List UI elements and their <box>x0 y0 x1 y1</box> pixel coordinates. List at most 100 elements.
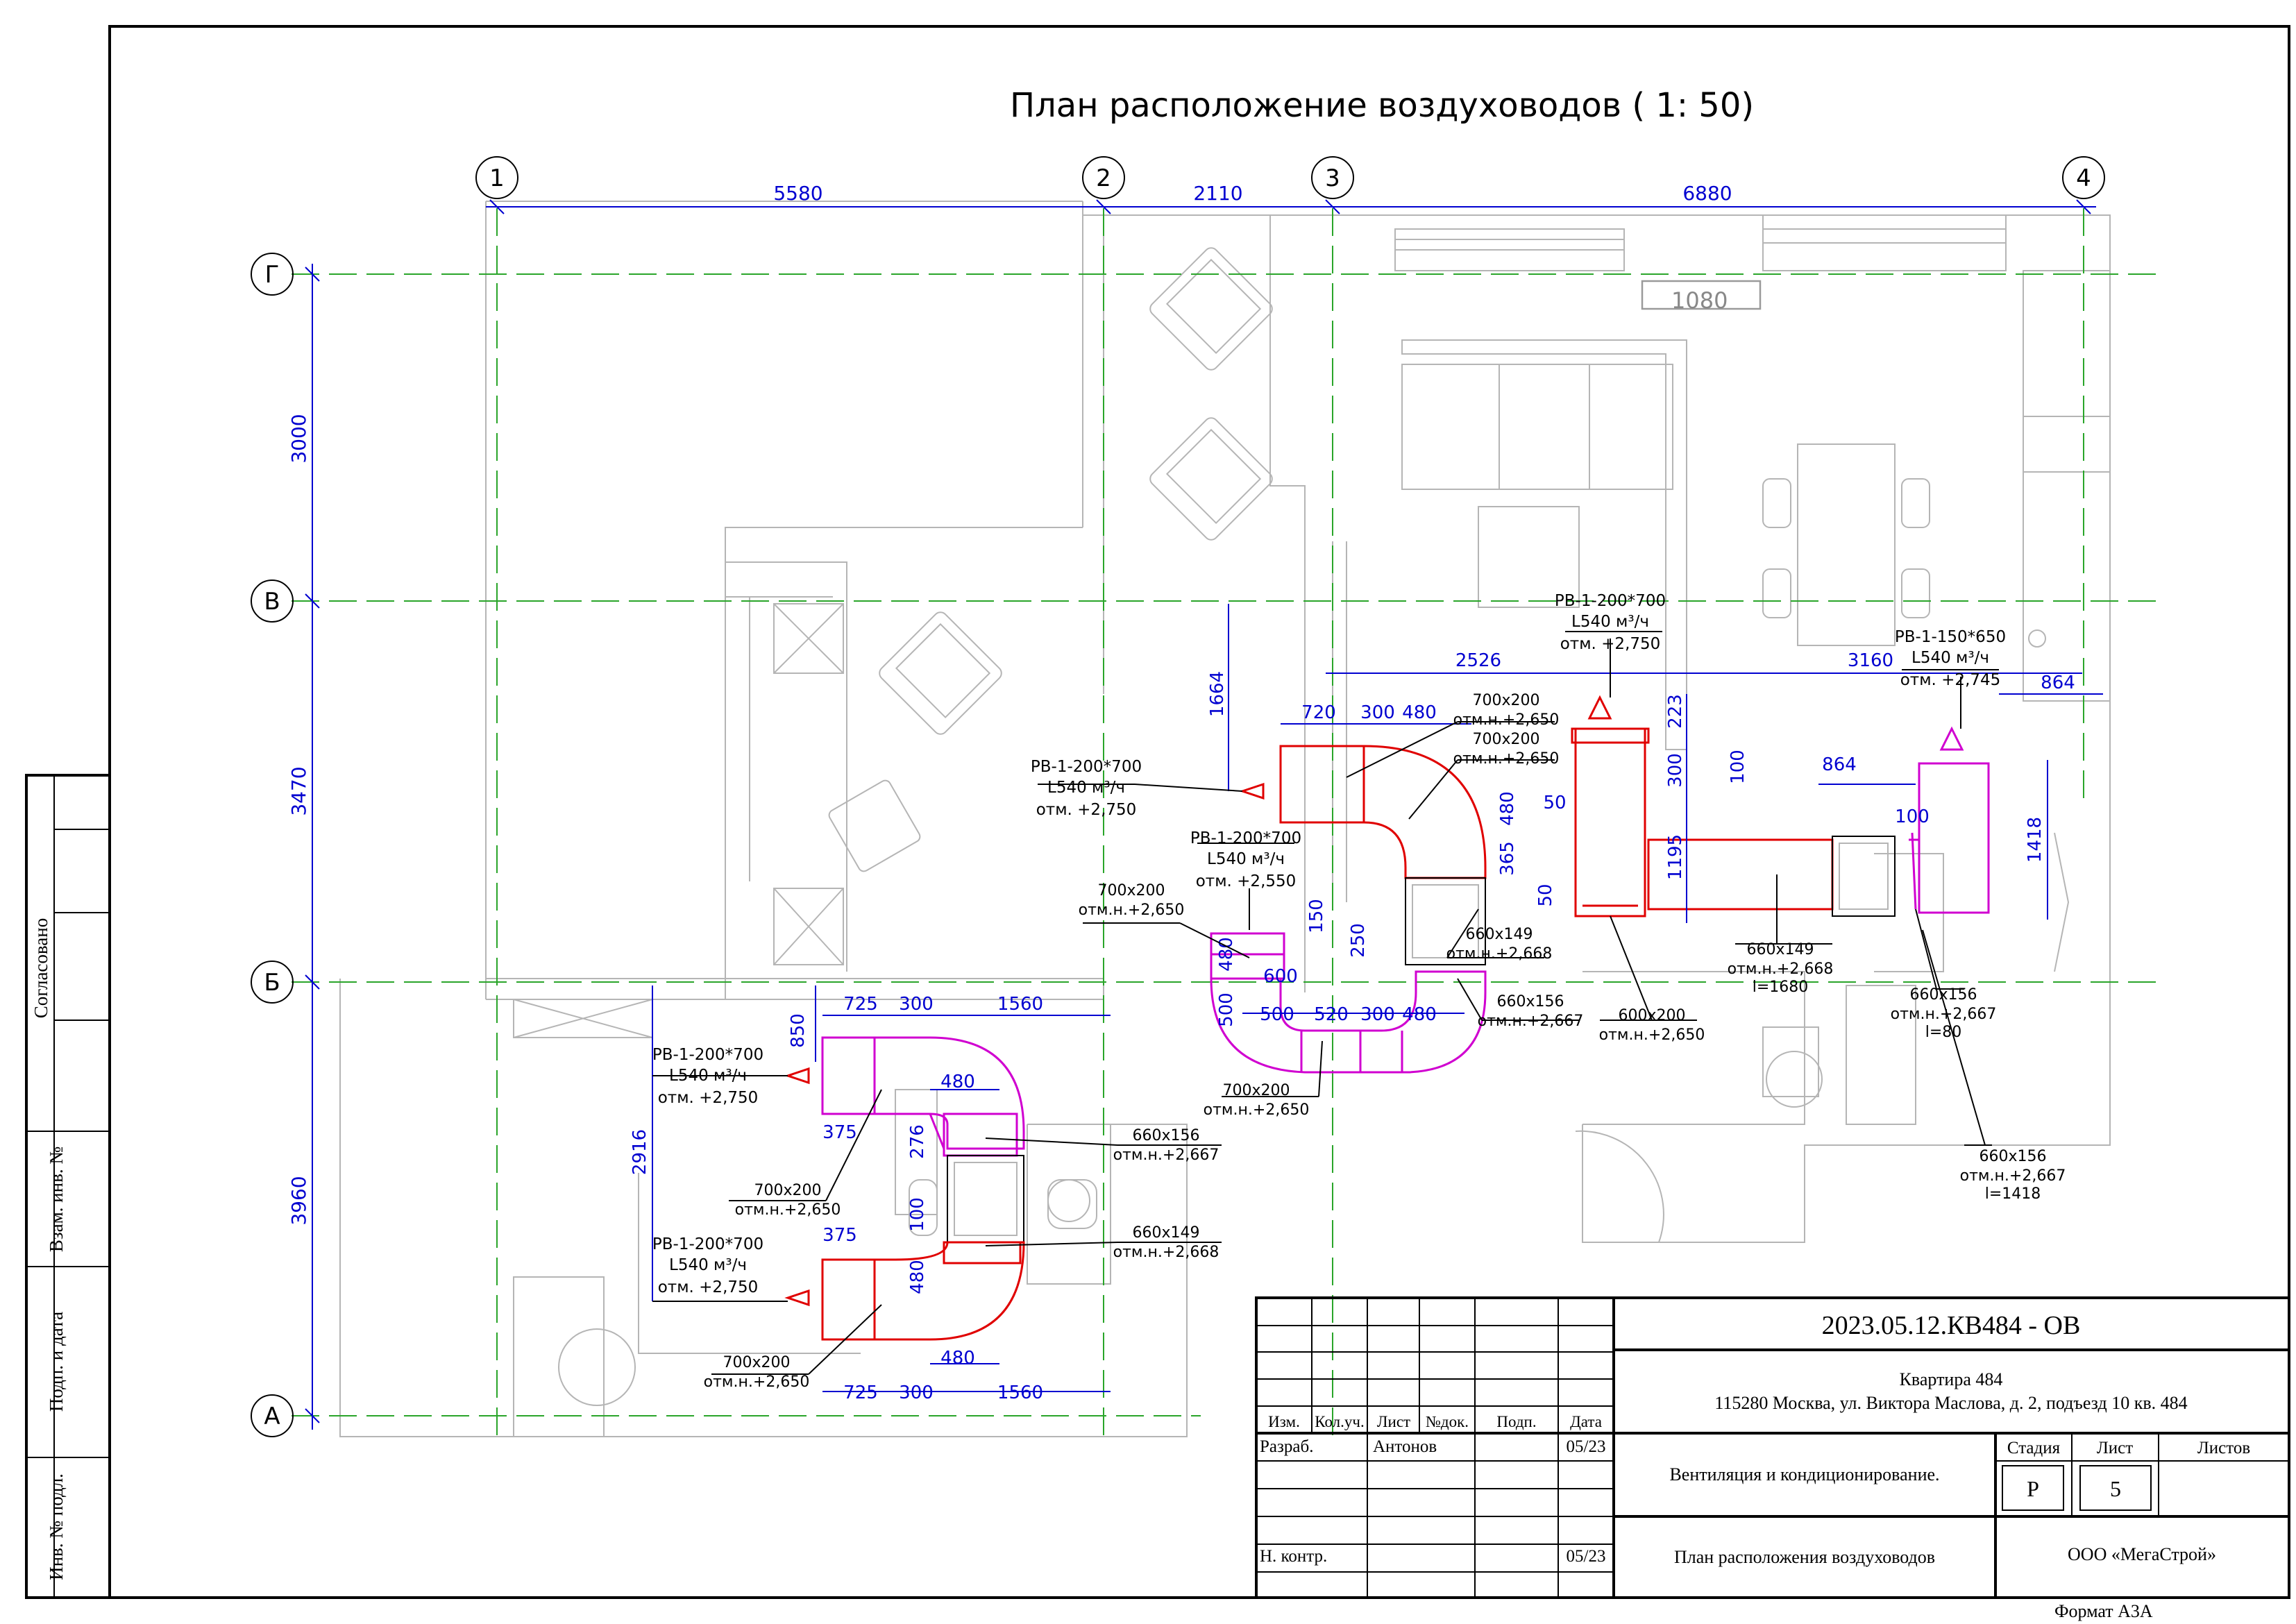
dim-720: 720 <box>1301 702 1336 723</box>
dim-725-a: 725 <box>843 994 878 1015</box>
pv-label-1-a: РВ-1-200*700 <box>1555 592 1666 610</box>
side-stamp: Согласовано Взам. инв. № Подп. и дата Ин… <box>25 774 111 1599</box>
dim-1080: 1080 <box>1671 287 1728 314</box>
dim-375-b: 375 <box>822 1225 857 1246</box>
duct-i-length: l=1418 <box>1985 1185 2041 1203</box>
duct-g-length: l=1680 <box>1753 979 1809 996</box>
dim-left-2: 3470 <box>287 766 310 815</box>
duct-f-level: отм.н.+2,650 <box>1599 1026 1705 1044</box>
duct-d-size: 660х149 <box>1465 926 1533 943</box>
dim-100-c: 100 <box>907 1197 928 1232</box>
title-block: 2023.05.12.КВ484 - ОВ Квартира 484 11528… <box>1255 1296 2290 1599</box>
pv-label-4-b: L540 м³/ч <box>1207 850 1285 868</box>
dim-480-b: 480 <box>1497 791 1518 826</box>
developer-date: 05/23 <box>1567 1437 1606 1456</box>
dim-250: 250 <box>1348 923 1369 958</box>
dim-300-b: 300 <box>1665 753 1686 788</box>
duct-a-size: 700х200 <box>1472 692 1539 709</box>
dim-1560-b: 1560 <box>997 1382 1043 1403</box>
dim-1195: 1195 <box>1665 834 1686 880</box>
duct-h-size: 660х156 <box>1909 986 1977 1004</box>
object-name: Квартира 484 <box>1900 1369 2003 1389</box>
control-date: 05/23 <box>1567 1547 1606 1566</box>
sheet-label: Лист <box>2097 1439 2133 1457</box>
dim-480-f: 480 <box>907 1260 928 1294</box>
axis-label-a: А <box>264 1403 280 1430</box>
section-title: Вентиляция и кондиционирование. <box>1669 1464 1939 1485</box>
dim-480-g: 480 <box>940 1348 975 1369</box>
local-dims <box>652 604 2103 1392</box>
stage-value: Р <box>2027 1476 2039 1501</box>
pv-label-5-c: отм. +2,750 <box>658 1089 759 1107</box>
sheets-label: Листов <box>2197 1439 2250 1457</box>
header-ndok: №док. <box>1426 1413 1469 1430</box>
pv-label-6-a: РВ-1-200*700 <box>652 1235 763 1253</box>
header-list: Лист <box>1377 1413 1410 1430</box>
axis-bubbles: 1 2 3 4 Г В Б А <box>251 156 2105 1437</box>
duct-g-size: 660х149 <box>1746 941 1814 958</box>
developer-label: Разраб. <box>1260 1437 1313 1456</box>
dim-725-b: 725 <box>843 1382 878 1403</box>
duct-a-level: отм.н.+2,650 <box>1453 711 1560 729</box>
pv-label-3-c: отм. +2,750 <box>1036 801 1137 819</box>
dim-276: 276 <box>907 1124 928 1159</box>
header-kol-uch: Кол.уч. <box>1315 1413 1364 1430</box>
pv-label-6-c: отм. +2,750 <box>658 1278 759 1296</box>
pv-label-4-a: РВ-1-200*700 <box>1190 829 1301 847</box>
pv-label-2-a: РВ-1-150*650 <box>1895 628 2006 646</box>
duct-system-lower <box>784 1036 1097 1341</box>
grid-axes <box>292 208 2159 1444</box>
duct-e-size: 660х156 <box>1496 993 1564 1010</box>
duct-g-level: отм.н.+2,668 <box>1728 961 1834 978</box>
axis-label-3: 3 <box>1325 164 1340 192</box>
pv-label-3-b: L540 м³/ч <box>1047 779 1125 797</box>
pv-label-2-b: L540 м³/ч <box>1911 649 1989 667</box>
dim-50-b: 50 <box>1535 883 1556 906</box>
developer-name: Антонов <box>1373 1437 1437 1456</box>
dim-223: 223 <box>1665 694 1686 729</box>
dim-150: 150 <box>1306 899 1327 933</box>
sheet-title: План расположения воздуховодов <box>1674 1547 1935 1567</box>
dim-2916: 2916 <box>630 1129 650 1175</box>
dim-600: 600 <box>1263 966 1298 987</box>
axis-label-v: В <box>264 588 280 616</box>
duct-h-length: l=80 <box>1925 1024 1962 1041</box>
dim-365: 365 <box>1497 841 1518 876</box>
stage-label: Стадия <box>2007 1439 2061 1457</box>
duct-j-level: отм.н.+2,650 <box>1204 1101 1310 1119</box>
duct-o-size: 700х200 <box>723 1354 790 1371</box>
drawing-title: План расположение воздуховодов ( 1: 50) <box>1010 86 1754 125</box>
header-data: Дата <box>1570 1413 1602 1430</box>
dim-480-a: 480 <box>1402 702 1437 723</box>
duct-l-level: отм.н.+2,667 <box>1113 1147 1219 1164</box>
duct-h-level: отм.н.+2,667 <box>1891 1006 1997 1023</box>
stamp-inv-orig: Инв. № подл. <box>46 1473 67 1580</box>
dim-100-b: 100 <box>1895 806 1930 827</box>
dim-300-e: 300 <box>899 1382 934 1403</box>
stamp-sign-date: Подп. и дата <box>46 1312 67 1412</box>
dim-500-b: 500 <box>1260 1004 1294 1025</box>
header-izm: Изм. <box>1268 1413 1300 1430</box>
dimension-lines <box>305 199 2096 1430</box>
duct-c-level: отм.н.+2,650 <box>1079 902 1185 919</box>
duct-b-level: отм.н.+2,650 <box>1453 750 1560 768</box>
duct-j-size: 700х200 <box>1222 1082 1290 1099</box>
duct-k-level: отм.н.+2,650 <box>735 1201 841 1219</box>
sheet-value: 5 <box>2110 1476 2121 1501</box>
pv-label-3-a: РВ-1-200*700 <box>1031 758 1142 776</box>
dim-1664: 1664 <box>1207 671 1228 717</box>
axis-label-g: Г <box>265 261 280 289</box>
stamp-inv-replace: Взам. инв. № <box>46 1147 67 1252</box>
duct-e-level: отм.н.+2,667 <box>1478 1013 1584 1030</box>
annotations: РВ-1-200*700 L540 м³/ч отм. +2,750 РВ-1-… <box>652 592 2066 1391</box>
duct-b-size: 700х200 <box>1472 731 1539 748</box>
duct-i-level: отм.н.+2,667 <box>1960 1167 2066 1185</box>
paper-format: Формат А3А <box>2054 1601 2153 1621</box>
axis-label-2: 2 <box>1096 164 1111 192</box>
dim-864-a: 864 <box>2041 673 2075 693</box>
axis-label-4: 4 <box>2076 164 2091 192</box>
control-label: Н. контр. <box>1260 1547 1327 1566</box>
dim-300-a: 300 <box>1360 702 1395 723</box>
floor-plan <box>339 201 2111 1437</box>
